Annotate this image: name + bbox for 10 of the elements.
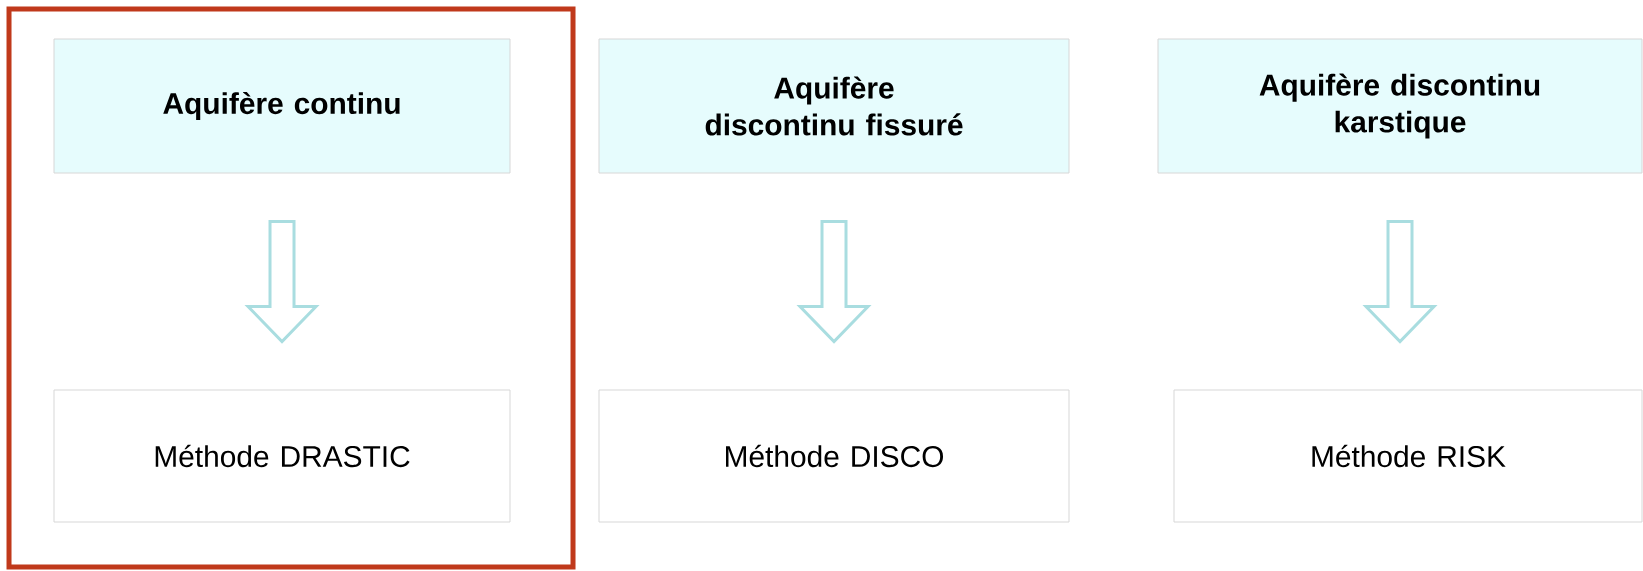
aquifer-box: Aquifère discontinu karstique: [1157, 38, 1643, 174]
method-box: Méthode DRASTIC: [53, 389, 511, 523]
method-box: Méthode DISCO: [598, 389, 1070, 523]
aquifer-box: Aquifère continu: [53, 38, 511, 174]
block-arrow: [244, 220, 320, 344]
block-arrow: [796, 220, 872, 344]
block-arrow: [1362, 220, 1438, 344]
aquifer-box: Aquifère discontinu fissuré: [598, 38, 1070, 174]
method-box: Méthode RISK: [1173, 389, 1643, 523]
highlight-frame: [6, 6, 576, 570]
